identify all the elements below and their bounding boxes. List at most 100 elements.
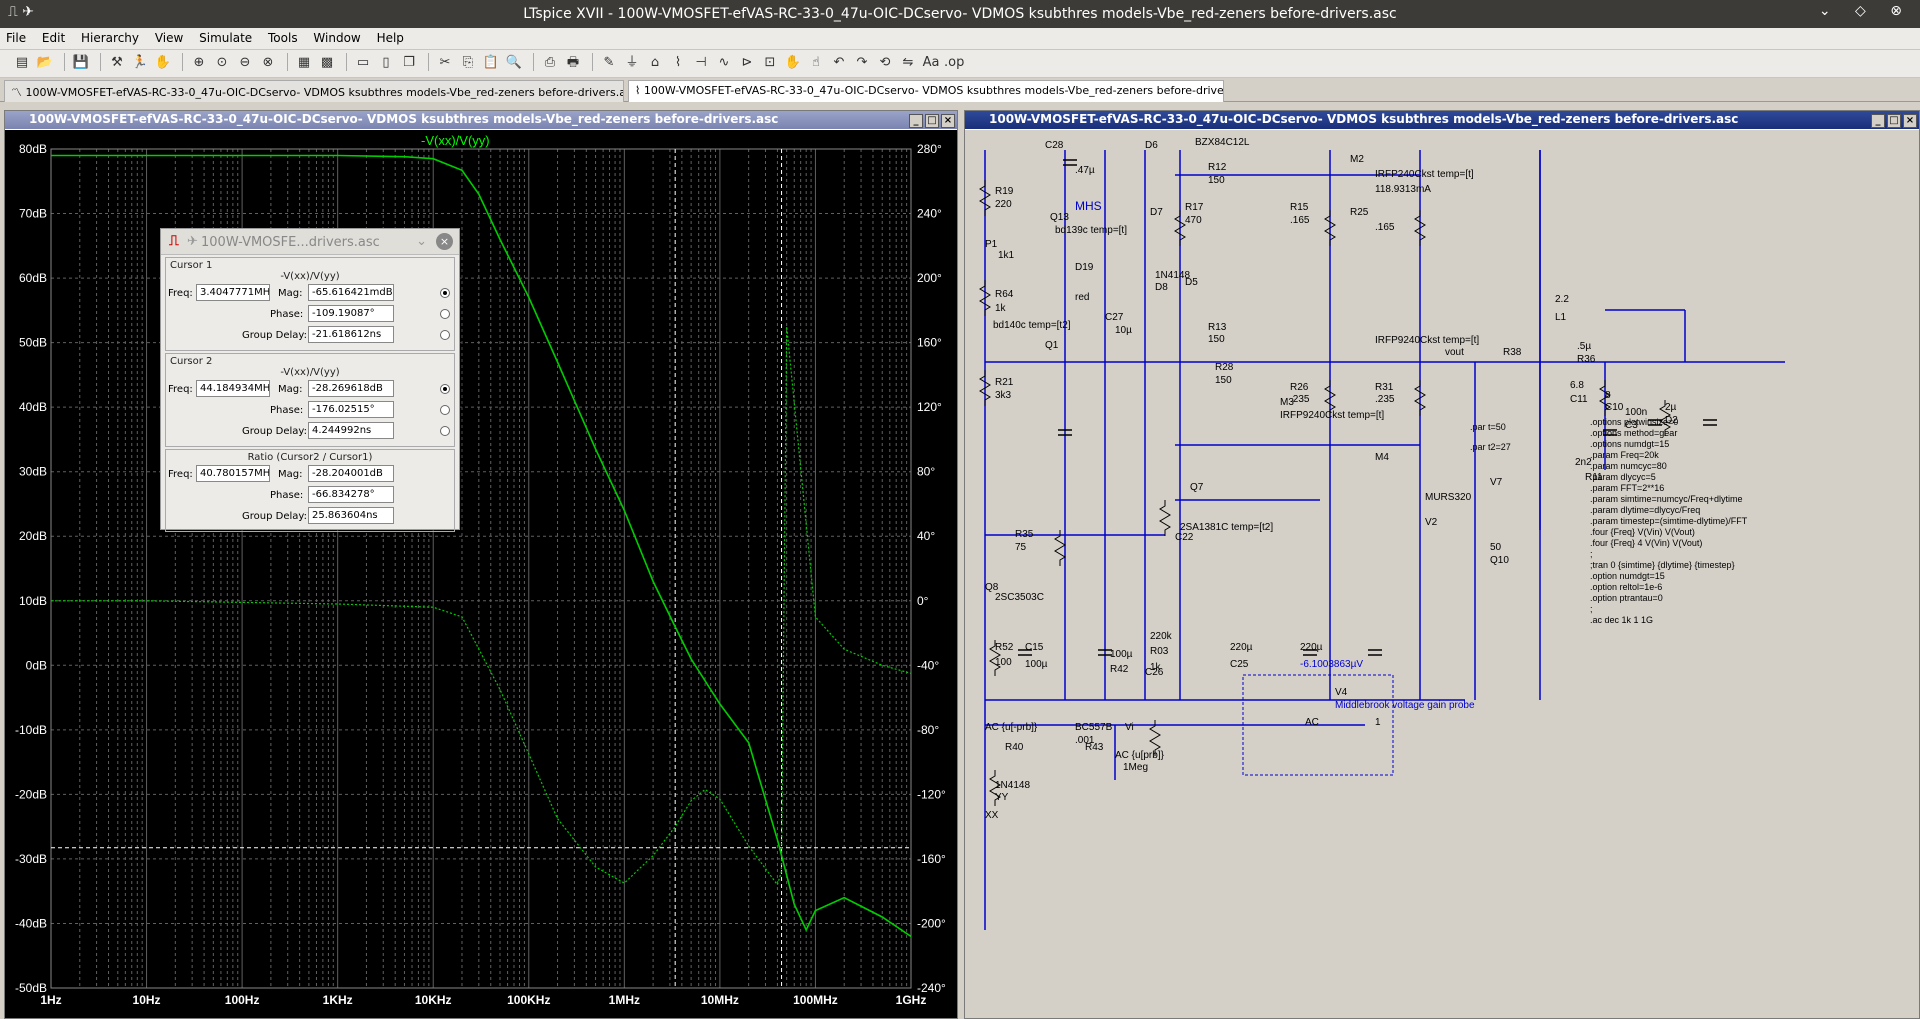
x-tick-label: 100MHz	[793, 993, 838, 1007]
tab-schematic[interactable]: ⌇ 100W-VMOSFET-efVAS-RC-33-0_47u-OIC-DCs…	[628, 80, 1224, 102]
minimize-icon[interactable]: _	[909, 114, 923, 128]
schematic-label: R21	[995, 377, 1014, 388]
open-icon[interactable]: 📂	[36, 55, 54, 70]
ratio-mag-field[interactable]: -28.204001dB	[308, 465, 394, 482]
schematic-label: 150	[1208, 334, 1225, 345]
grid-icon[interactable]: ▩	[320, 55, 334, 70]
cursor2-phase-radio[interactable]	[440, 405, 450, 415]
tile-vertical-icon[interactable]: ▯	[382, 55, 390, 70]
diode-icon[interactable]: ⊳	[741, 55, 753, 70]
schematic-label: bd140c temp=[t2]	[993, 320, 1071, 331]
schematic-label: Vi	[1125, 722, 1134, 733]
schematic-drawing[interactable]: R19220P11k1R641kR213k3R3575Q82SC3503CR52…	[965, 130, 1919, 1018]
zoom-out-icon[interactable]: ⊖	[239, 55, 251, 70]
cut-icon[interactable]: ✂	[439, 55, 451, 70]
close-icon[interactable]: ×	[436, 233, 453, 250]
cursor1-mag-radio[interactable]	[440, 288, 450, 298]
menu-help[interactable]: Help	[376, 31, 404, 45]
tab-waveform[interactable]: 〽 100W-VMOSFET-efVAS-RC-33-0_47u-OIC-DCs…	[4, 80, 624, 102]
plot-window-titlebar[interactable]: 100W-VMOSFET-efVAS-RC-33-0_47u-OIC-DCser…	[5, 111, 957, 129]
cursor1-mag-field[interactable]: -65.616421mdB	[308, 284, 394, 301]
schematic-label: 6.8	[1570, 380, 1584, 391]
schematic-label: C22	[1175, 532, 1194, 543]
cursor-panel-titlebar[interactable]: ⎍ ✈ 100W-VMOSFE...drivers.asc ⌄ ×	[161, 229, 459, 255]
schematic-label: R17	[1185, 202, 1204, 213]
cursor1-group-delay-field[interactable]: -21.618612ns	[308, 326, 394, 343]
cursor2-group: Cursor 2 -V(xx)/V(yy) Freq: 44.184934MHz…	[165, 353, 455, 447]
close-icon[interactable]: ×	[941, 114, 955, 128]
ground-icon[interactable]: ⏚	[625, 55, 639, 70]
new-schematic-icon[interactable]: ▤	[15, 55, 29, 70]
schematic-window-titlebar[interactable]: 100W-VMOSFET-efVAS-RC-33-0_47u-OIC-DCser…	[965, 111, 1919, 129]
schematic-label: Q7	[1190, 482, 1204, 493]
schematic-label: 1k	[1150, 662, 1162, 673]
window-controls[interactable]: ⌄ ◇ ⊗	[1818, 3, 1912, 19]
text-icon[interactable]: Aa	[922, 55, 940, 70]
save-icon[interactable]: 💾	[72, 55, 90, 70]
find-icon[interactable]: 🔍	[505, 55, 523, 70]
cursor1-phase-radio[interactable]	[440, 309, 450, 319]
wire-icon[interactable]: ✎	[603, 55, 615, 70]
zoom-fit-icon[interactable]: ⊗	[262, 55, 274, 70]
pan-icon[interactable]: ⊙	[216, 55, 228, 70]
label-net-icon[interactable]: ⌂	[650, 55, 660, 70]
menu-simulate[interactable]: Simulate	[199, 31, 253, 45]
ratio-group-delay-field[interactable]: 25.863604ns	[308, 507, 394, 524]
schematic-label: 220k	[1150, 631, 1173, 642]
ratio-phase-field[interactable]: -66.834278°	[308, 486, 394, 503]
inductor-icon[interactable]: ∿	[718, 55, 730, 70]
y-left-tick-label: -30dB	[15, 852, 47, 866]
menu-window[interactable]: Window	[313, 31, 361, 45]
spice-directive: .option ptrantau=0	[1590, 593, 1663, 603]
autorange-icon[interactable]: ▦	[297, 55, 311, 70]
copy-icon[interactable]: ⎘	[462, 55, 474, 70]
drag-icon[interactable]: ☝	[812, 55, 820, 70]
undo-icon[interactable]: ↶	[833, 55, 845, 70]
maximize-icon[interactable]: □	[1887, 114, 1901, 128]
cursor2-mag-field[interactable]: -28.269618dB	[308, 380, 394, 397]
cursor1-phase-field[interactable]: -109.19087°	[308, 305, 394, 322]
zoom-in-icon[interactable]: ⊕	[193, 55, 205, 70]
menu-file[interactable]: File	[6, 31, 27, 45]
cursor1-group-delay-radio[interactable]	[440, 330, 450, 340]
control-panel-icon[interactable]: ⚒	[111, 55, 123, 70]
spice-directive-icon[interactable]: .op	[944, 55, 965, 70]
tile-horizontal-icon[interactable]: ▭	[356, 55, 370, 70]
y-left-tick-label: 20dB	[19, 529, 47, 543]
print-icon[interactable]: 🖶	[566, 55, 580, 70]
paste-icon[interactable]: 📋	[482, 55, 500, 70]
plot-frame	[50, 148, 912, 989]
mirror-icon[interactable]: ⇋	[902, 55, 914, 70]
maximize-icon[interactable]: □	[925, 114, 939, 128]
cursor1-freq-field[interactable]: 3.4047771MHz	[196, 284, 270, 301]
cursor-panel-menu-icon[interactable]: ⌄	[416, 234, 427, 249]
component-icon[interactable]: ⊡	[764, 55, 776, 70]
run-icon[interactable]: 🏃	[131, 55, 149, 70]
capacitor-icon[interactable]: ⊣	[695, 55, 707, 70]
halt-icon[interactable]: ✋	[154, 55, 172, 70]
cursor2-group-delay-radio[interactable]	[440, 426, 450, 436]
minimize-icon[interactable]: _	[1871, 114, 1885, 128]
move-icon[interactable]: ✋	[784, 55, 802, 70]
y-left-tick-label: 30dB	[19, 465, 47, 479]
cascade-icon[interactable]: ❐	[403, 55, 415, 70]
pin-icon[interactable]: ✈	[187, 234, 198, 249]
schematic-label: M4	[1375, 452, 1389, 463]
cursor2-freq-field[interactable]: 44.184934MHz	[196, 380, 270, 397]
close-icon[interactable]: ×	[1903, 114, 1917, 128]
cursor2-phase-field[interactable]: -176.02515°	[308, 401, 394, 418]
menu-tools[interactable]: Tools	[268, 31, 298, 45]
menu-view[interactable]: View	[154, 31, 184, 45]
cursor2-mag-radio[interactable]	[440, 384, 450, 394]
cursor2-group-delay-field[interactable]: 4.244992ns	[308, 422, 394, 439]
ratio-freq-field[interactable]: 40.780157MHz	[196, 465, 270, 482]
menu-hierarchy[interactable]: Hierarchy	[81, 31, 140, 45]
rotate-icon[interactable]: ⟲	[879, 55, 891, 70]
redo-icon[interactable]: ↷	[856, 55, 868, 70]
menu-edit[interactable]: Edit	[41, 31, 66, 45]
resistor-icon[interactable]: ⌇	[674, 55, 682, 70]
print-setup-icon[interactable]: ⎙	[544, 55, 556, 70]
